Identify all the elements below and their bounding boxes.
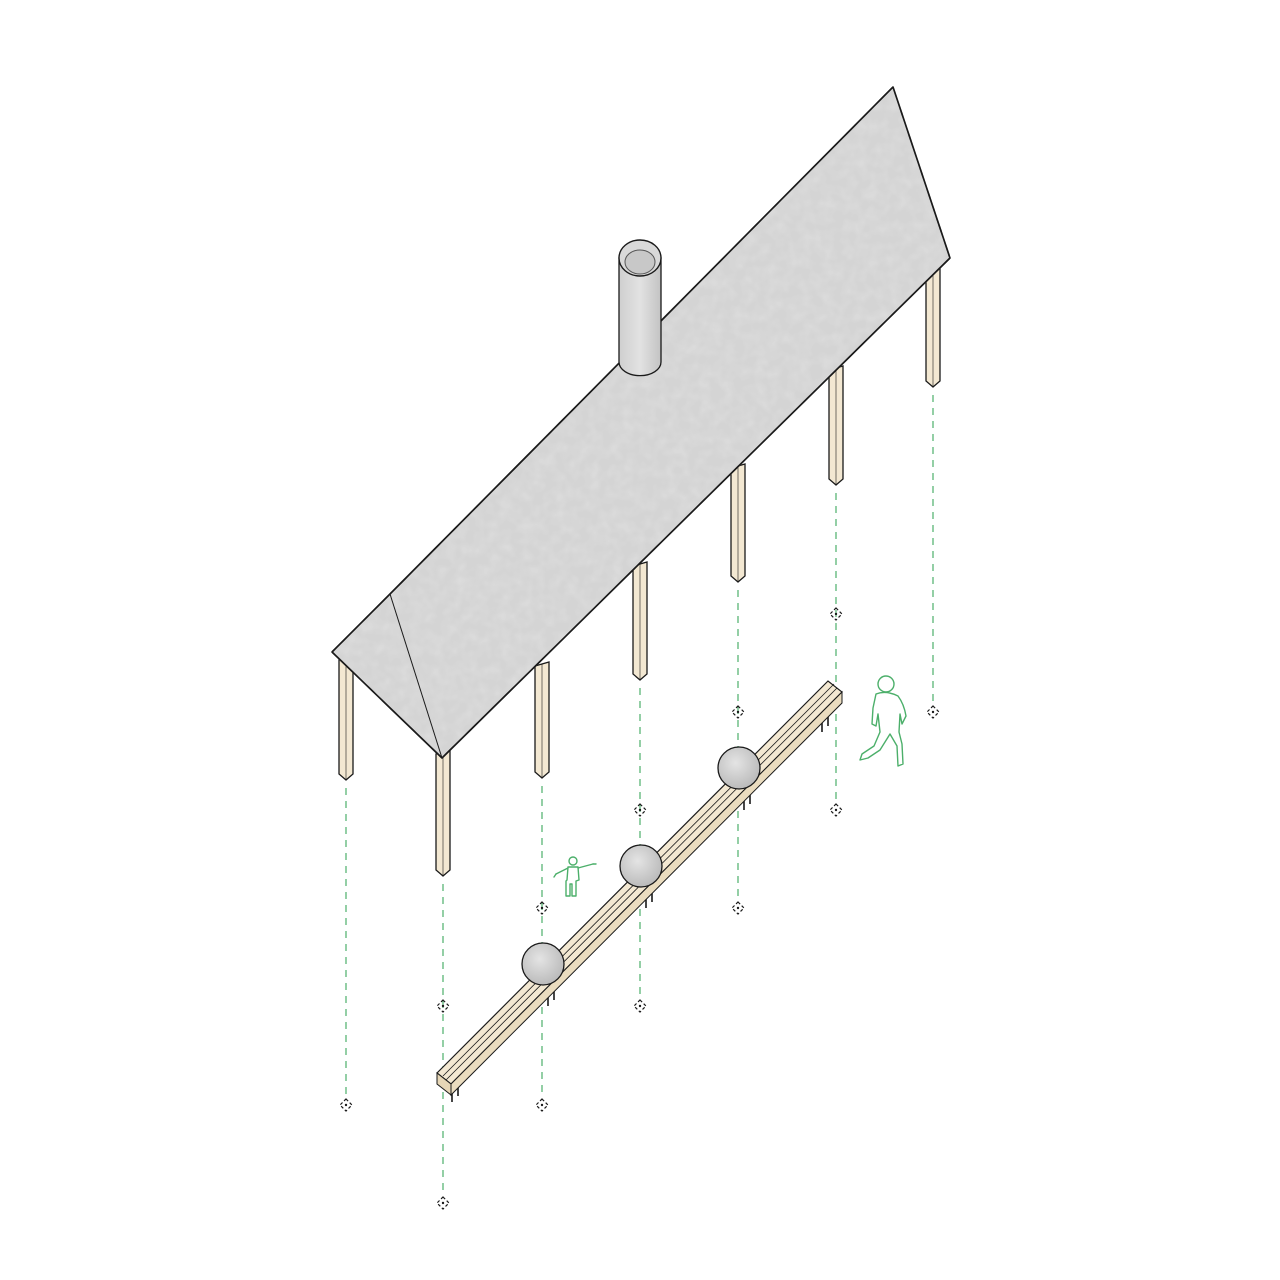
sphere [521,942,565,986]
footing-marker-icon [731,901,745,915]
footing-marker-icon [829,803,843,817]
footing-marker-icon [829,607,843,621]
footing-markers [339,607,940,1210]
sphere [619,844,663,888]
person-icon [553,856,597,897]
footing-marker-icon [633,999,647,1013]
footing-marker-icon [436,1196,450,1210]
person-large [859,675,907,767]
sphere [717,746,761,790]
person-icon [859,675,907,767]
spheres [521,746,761,986]
flue [618,239,662,377]
roof-hip-line [389,593,443,759]
flue-opening [624,249,656,275]
footing-marker-icon [535,901,549,915]
footing-marker-icon [535,1098,549,1112]
footing-marker-icon [731,705,745,719]
footing-marker-icon [339,1098,353,1112]
roof-outline [331,86,951,759]
roof [331,86,951,759]
flue-body [618,257,662,377]
footing-marker-icon [436,999,450,1013]
timber-posts [338,267,941,877]
footing-marker-icon [633,803,647,817]
footing-marker-icon [926,705,940,719]
bench-front [450,690,843,1097]
person-small [553,856,597,897]
